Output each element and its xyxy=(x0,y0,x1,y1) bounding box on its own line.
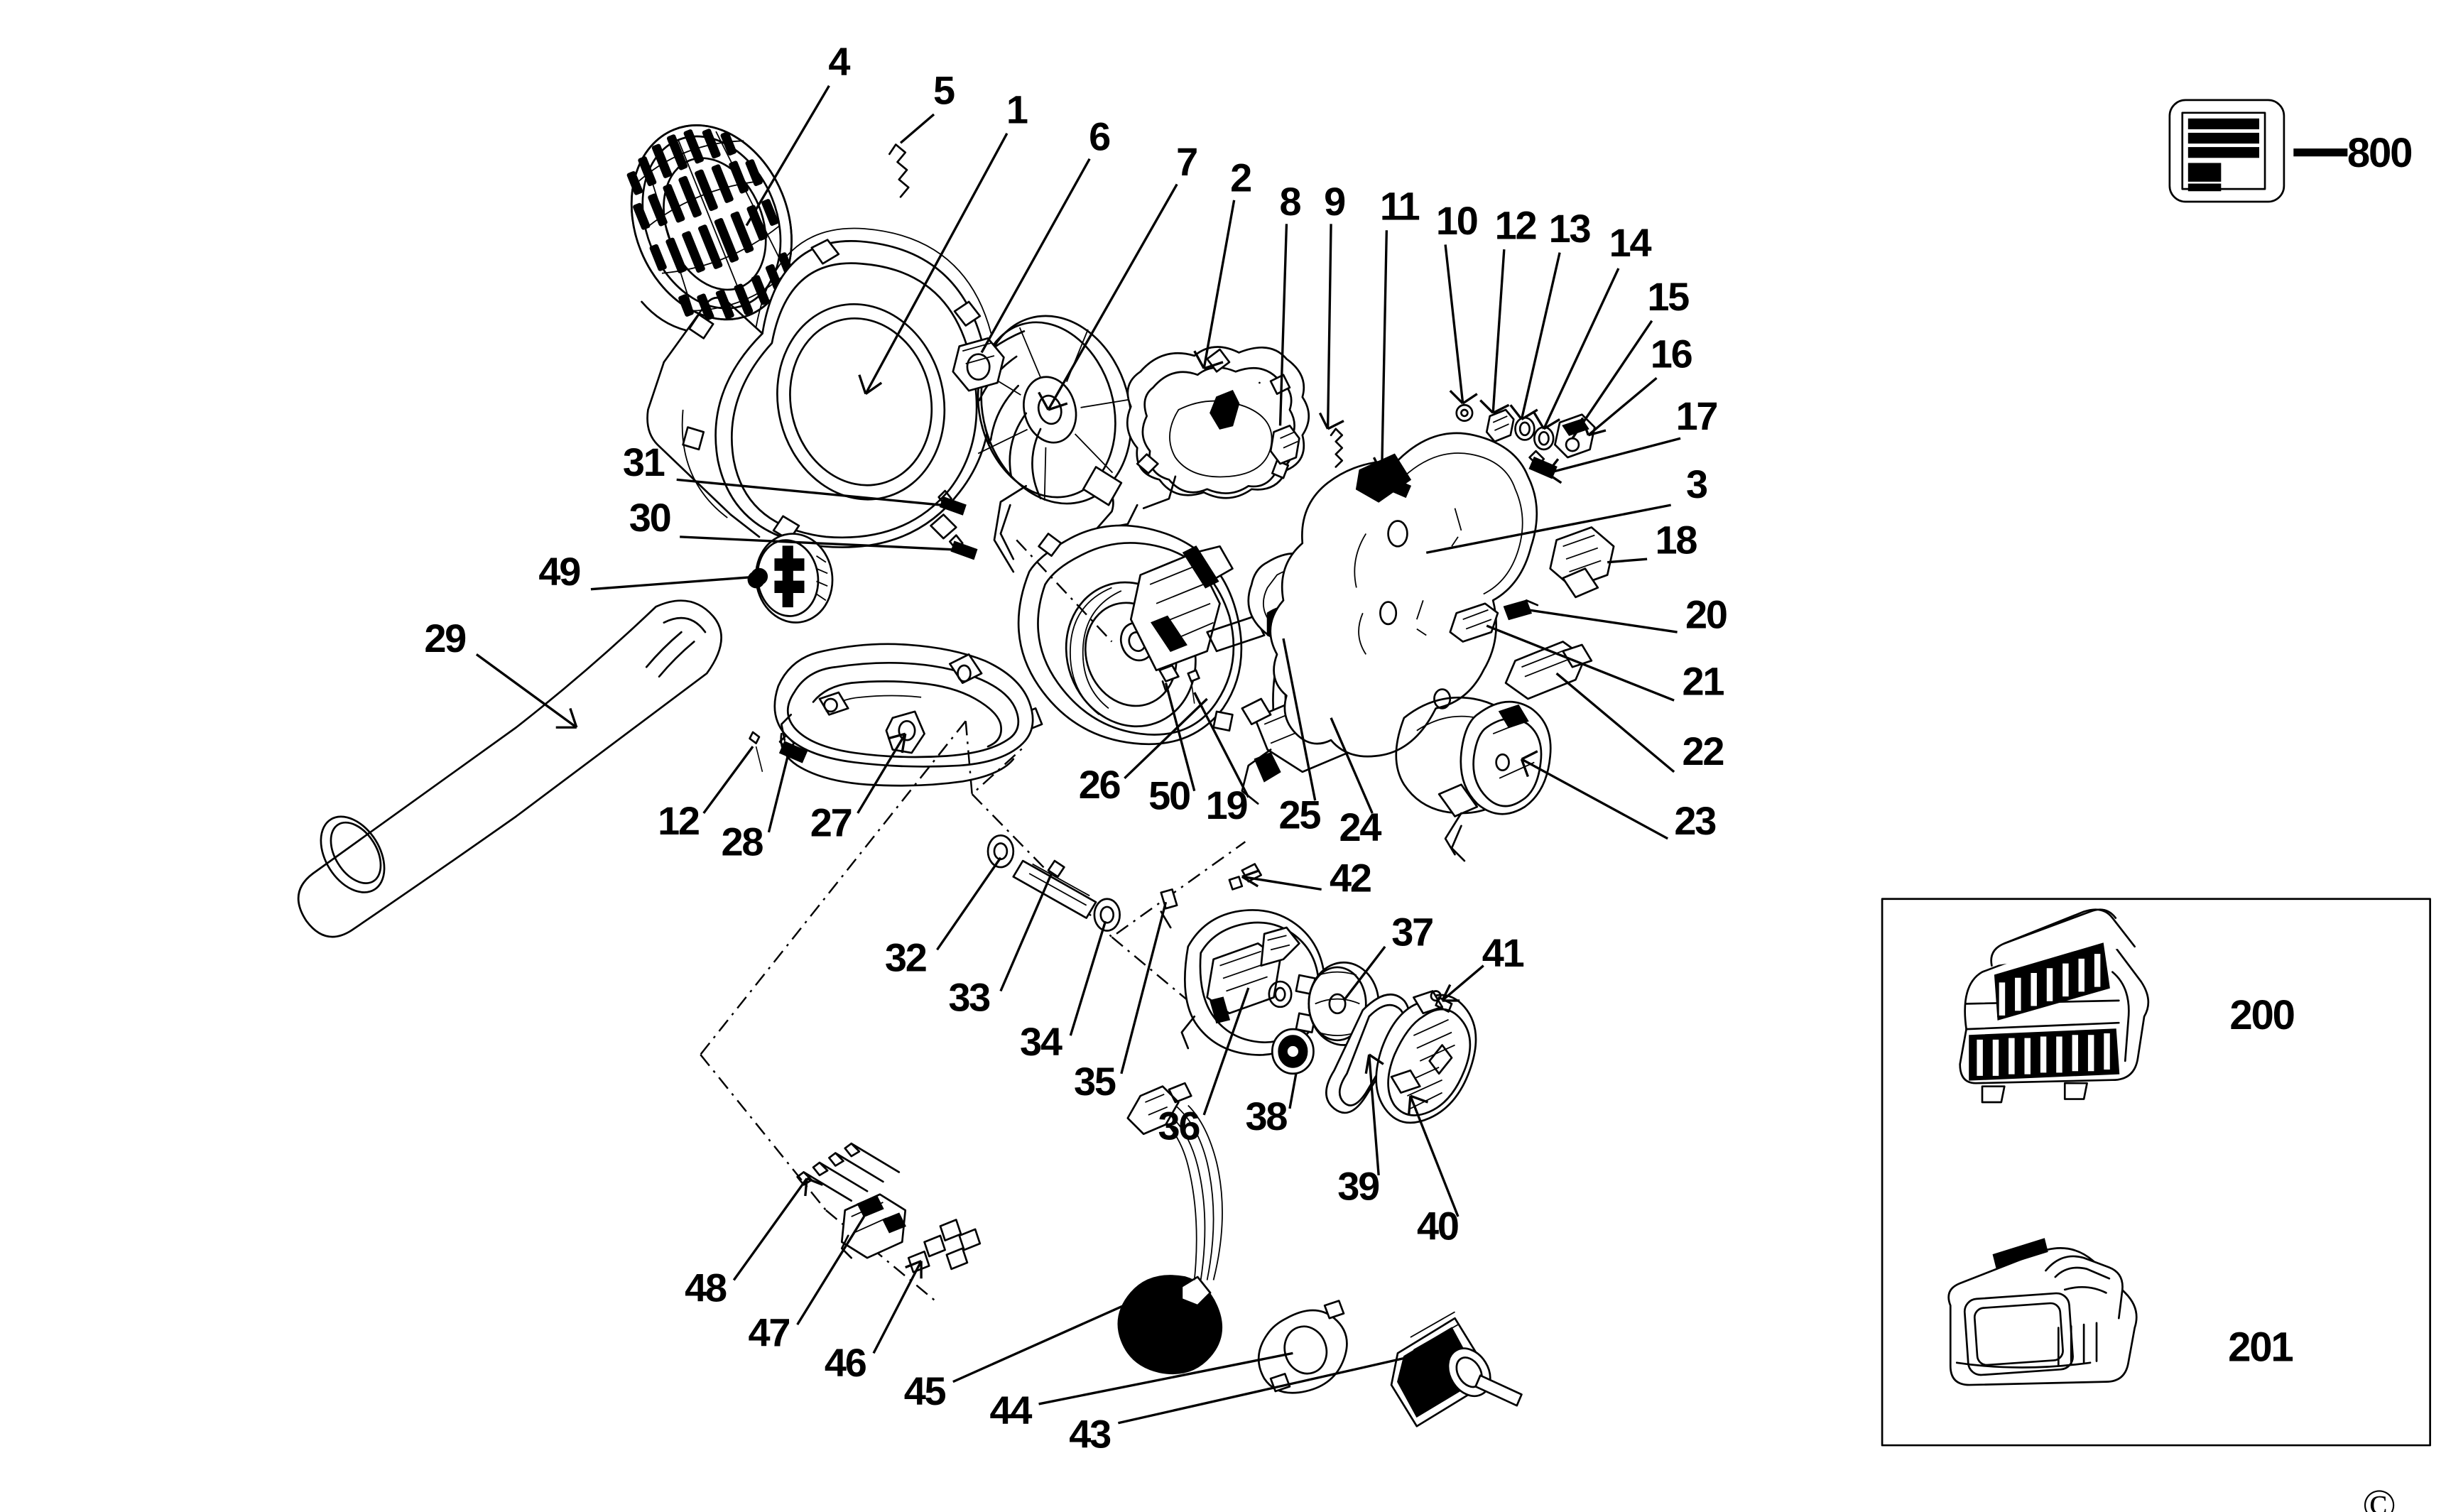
callout-label: 44 xyxy=(989,1388,1032,1434)
callout-label: 27 xyxy=(810,801,853,846)
callout-label: 17 xyxy=(1675,394,1719,440)
part-49-nozzle-cap xyxy=(747,533,834,624)
part-201-battery-pack xyxy=(1947,1238,2138,1386)
part-6-fan-nut xyxy=(952,337,1005,392)
callout-label: 20 xyxy=(1685,593,1728,638)
callout-label: 12 xyxy=(658,799,700,844)
part-30-screw xyxy=(949,534,978,560)
part-40-filter-guard xyxy=(1375,990,1477,1124)
callout-label: 37 xyxy=(1391,910,1434,956)
part-31-screw xyxy=(937,489,967,516)
callout-label: 6 xyxy=(1089,115,1111,160)
part-48-screw-set xyxy=(796,1142,901,1202)
callout-label: 3 xyxy=(1686,462,1708,508)
part-38-small-gear xyxy=(1271,1028,1315,1075)
callout-label: 32 xyxy=(884,936,928,981)
callout-label-200: 200 xyxy=(2229,991,2295,1039)
callout-label: 21 xyxy=(1682,660,1725,705)
part-26-inner-volute xyxy=(993,484,1266,746)
part-34-washer xyxy=(1093,898,1121,932)
part-47-switch-block xyxy=(840,1193,907,1259)
callout-label: 39 xyxy=(1337,1165,1380,1209)
callout-label: 26 xyxy=(1078,763,1121,808)
callout-label: 31 xyxy=(622,440,665,486)
part-5-spring xyxy=(888,143,910,198)
part-200-battery-charger xyxy=(1959,908,2150,1104)
part-43-motor-rotor xyxy=(1390,1311,1523,1427)
part-20-terminal-key xyxy=(1503,599,1539,621)
callout-label: 19 xyxy=(1205,783,1249,829)
part-50-cable-clip xyxy=(1158,664,1180,692)
callout-label: 1 xyxy=(1006,88,1028,133)
callout-label-800: 800 xyxy=(2347,129,2413,177)
callout-label: 13 xyxy=(1548,207,1592,252)
callout-label: 11 xyxy=(1379,185,1420,230)
callout-label: 33 xyxy=(948,976,991,1021)
callout-label-201: 201 xyxy=(2228,1322,2294,1371)
part-33-motor-shaft xyxy=(1012,859,1097,919)
callout-label: 49 xyxy=(538,550,581,595)
callout-label: 50 xyxy=(1148,774,1191,819)
callout-label: 7 xyxy=(1176,140,1198,185)
part-4-inlet-grille xyxy=(626,124,793,332)
callout-label: 8 xyxy=(1279,180,1301,225)
callout-label: 22 xyxy=(1682,729,1725,775)
callout-label: 34 xyxy=(1019,1020,1062,1065)
callout-label: 38 xyxy=(1245,1094,1288,1140)
callout-label: 40 xyxy=(1417,1204,1460,1249)
callout-label: 9 xyxy=(1324,180,1346,225)
part-23-battery-receiver xyxy=(1444,700,1552,856)
part-29-blower-tube xyxy=(297,599,722,938)
callout-label: 5 xyxy=(933,69,955,114)
part-44-gasket xyxy=(1257,1300,1348,1394)
callout-label: 18 xyxy=(1655,518,1698,563)
callout-label: 25 xyxy=(1278,793,1321,838)
callout-label: 4 xyxy=(828,40,850,85)
callout-label: 29 xyxy=(424,616,467,662)
assembly-guide-lines xyxy=(700,539,1246,1303)
callout-label: 45 xyxy=(903,1369,947,1415)
part-32-washer xyxy=(986,834,1015,869)
copyright-symbol: © xyxy=(2362,1481,2396,1512)
accessory-inset-box xyxy=(1881,898,2431,1447)
callout-label: 36 xyxy=(1158,1104,1201,1149)
callout-label: 48 xyxy=(685,1266,727,1312)
callout-label: 35 xyxy=(1073,1060,1116,1105)
callout-label: 16 xyxy=(1650,332,1693,378)
fastener-cluster-8-17 xyxy=(1269,403,1596,499)
callout-label: 41 xyxy=(1482,931,1525,977)
callout-label: 46 xyxy=(824,1341,867,1386)
part-19-pin xyxy=(1187,669,1200,704)
callout-label: 2 xyxy=(1230,156,1252,201)
part-2-motor-housing-cover xyxy=(1092,346,1310,532)
part-1-fan-housing-front xyxy=(646,227,1006,548)
callout-label: 15 xyxy=(1647,276,1690,320)
part-45-motor-brush-assembly xyxy=(1117,1082,1223,1375)
part-27-handle-frame xyxy=(773,643,1034,787)
callout-label: 28 xyxy=(721,820,764,865)
part-18-switch-block xyxy=(1549,526,1615,599)
part-36-gearbox-motor xyxy=(1180,909,1327,1056)
callout-label: 24 xyxy=(1339,805,1381,851)
callout-label: 30 xyxy=(629,496,672,541)
part-12-screw-left xyxy=(749,731,763,773)
callout-label: 42 xyxy=(1330,856,1372,902)
callout-label: 47 xyxy=(748,1311,791,1356)
warning-label-badge xyxy=(2168,99,2285,203)
callout-label: 12 xyxy=(1494,204,1538,249)
callout-label: 10 xyxy=(1435,199,1479,244)
part-3-main-body-shell xyxy=(1269,432,1538,862)
leader-lines xyxy=(475,85,2348,1425)
callout-label: 43 xyxy=(1069,1413,1111,1457)
callout-label: 23 xyxy=(1674,799,1717,844)
part-21-retainer-clip xyxy=(1449,602,1499,643)
callout-label: 14 xyxy=(1609,221,1652,266)
